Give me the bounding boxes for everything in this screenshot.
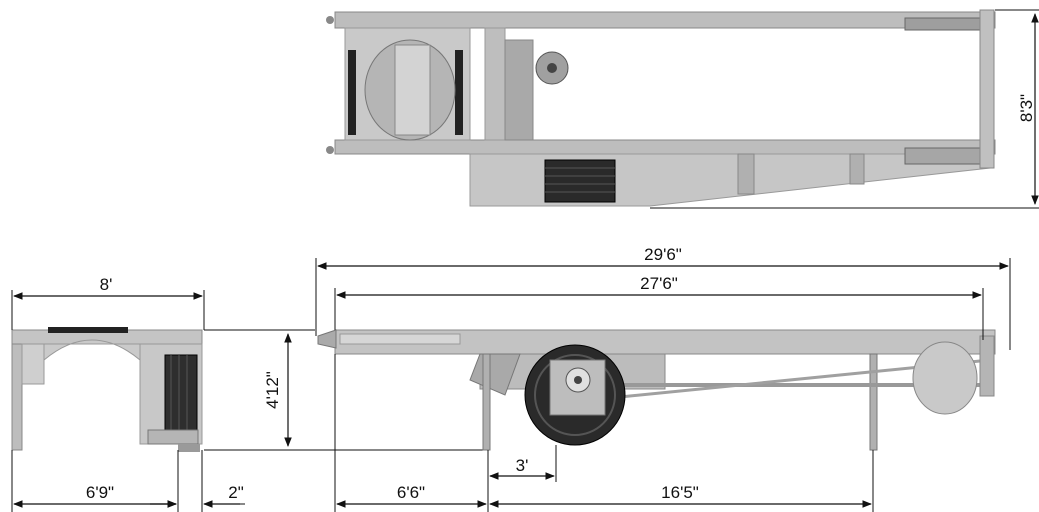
axle-offset-dimension [489,445,557,482]
top-view-drawing [326,9,996,207]
end-view-drawing [11,327,203,452]
axle-offset-label: 3' [516,456,529,475]
deck-length-dimension [334,288,984,340]
end-width-dimension [11,290,205,330]
height-dimension [204,329,488,451]
overall-length-dimension [315,258,1011,350]
side-bottom-dimensions [334,354,874,512]
end-right-offset-label: 2" [228,483,244,502]
end-left-offset-label: 6'9" [86,483,114,502]
deck-length-label: 27'6" [640,274,678,293]
overall-length-label: 29'6" [644,245,682,264]
height-label: 4'12" [263,371,282,409]
axle-to-rear-label: 16'5" [661,483,699,502]
side-view-drawing [317,329,996,451]
end-width-label: 8' [100,275,113,294]
front-to-axle-label: 6'6" [397,483,425,502]
top-width-label: 8'3" [1017,94,1036,122]
top-width-dimension [650,9,1039,209]
end-bottom-dimensions [11,450,245,512]
